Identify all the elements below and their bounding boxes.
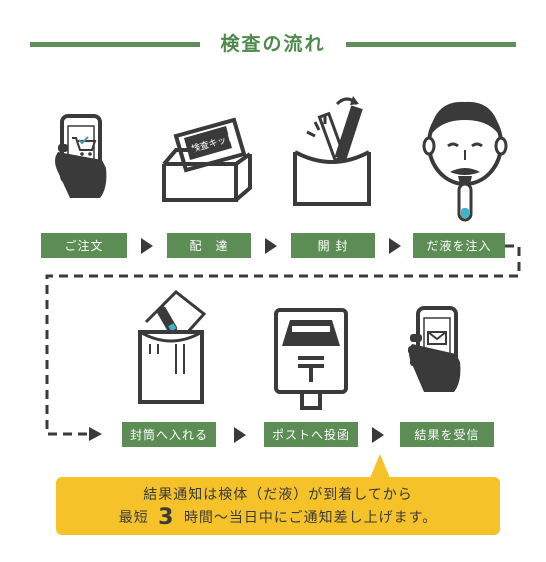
step-envelope: 封筒へ入れる [122,422,216,447]
step-arrow-2 [265,238,277,254]
note-tail [370,454,390,478]
note-line-1: 結果通知は検体（だ液）が到着してから [143,487,413,503]
delivery-box-icon: 検査キット [162,117,252,202]
step-arrow-5 [372,427,384,443]
step-arrow-3 [389,238,401,254]
page-title: 検査の流れ [220,33,326,55]
result-note [56,477,500,535]
saliva-face-icon [422,101,508,222]
phone-mail-icon [408,306,461,392]
note-suffix: 時間～当日中にご通知差し上げます。 [183,510,438,526]
envelope-icon [138,289,207,404]
title-line-left [30,42,200,47]
note-line-2: 最短 3 時間～当日中にご通知差し上げます。 [56,505,500,530]
title-line-right [346,42,516,47]
postbox-icon [274,308,348,410]
step-delivery: 配 達 [167,233,251,258]
step-post: ポストへ投函 [264,422,358,447]
step-saliva: だ液を注入 [413,233,505,258]
step-arrow-1 [141,238,153,254]
step-arrow-4 [234,427,246,443]
note-hours: 3 [158,505,175,530]
step-open: 開 封 [291,233,375,258]
step-result: 結果を受信 [400,422,494,447]
opening-kit-icon [293,96,371,206]
phone-order-icon [55,114,107,198]
step-order: ご注文 [41,233,127,258]
note-prefix: 最短 [118,510,149,526]
